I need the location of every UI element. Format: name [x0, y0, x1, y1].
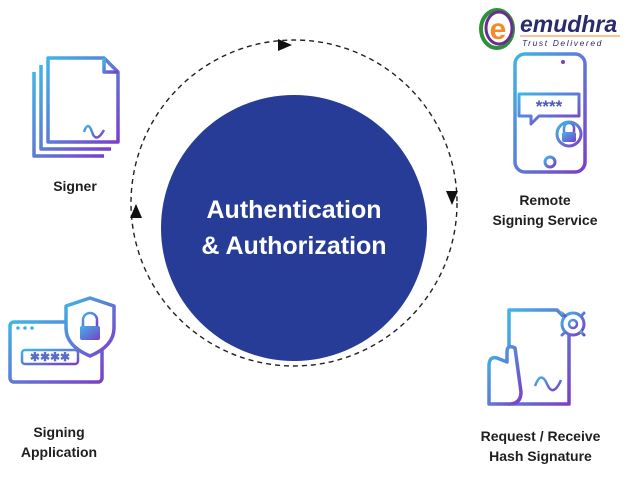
arrow-right-icon — [446, 191, 458, 205]
logo-tagline: Trust Delivered — [522, 38, 603, 48]
logo-letter: e — [490, 13, 507, 46]
smartphone-password-lock-icon: **** — [513, 52, 587, 174]
monitor-shield-lock-icon: ✱✱✱✱ — [8, 296, 116, 397]
hand-signed-document-icon — [487, 306, 591, 406]
cycle-dashed-circle — [130, 39, 458, 367]
logo-wordmark: emudhra — [520, 11, 617, 37]
signing-application-label: Signing Application — [20, 424, 98, 460]
center-circle: Authentication & Authorization — [161, 95, 427, 361]
arrow-top-icon — [278, 39, 292, 51]
center-title-line1: Authentication — [206, 196, 382, 224]
document-stack-icon — [32, 56, 120, 158]
emudhra-logo: e emudhra Trust Delivered — [478, 8, 624, 50]
remote-signing-label: Remote Signing Service — [492, 192, 598, 228]
arrow-left-icon — [130, 204, 142, 218]
masked-password: **** — [536, 97, 563, 116]
request-receive-label: Request / Receive Hash Signature — [480, 428, 601, 464]
center-title-line2: & Authorization — [201, 232, 387, 260]
logo-mark-icon: e emudhra Trust Delivered — [479, 8, 620, 50]
svg-text:✱✱✱✱: ✱✱✱✱ — [30, 350, 70, 364]
signer-label: Signer — [53, 178, 97, 194]
